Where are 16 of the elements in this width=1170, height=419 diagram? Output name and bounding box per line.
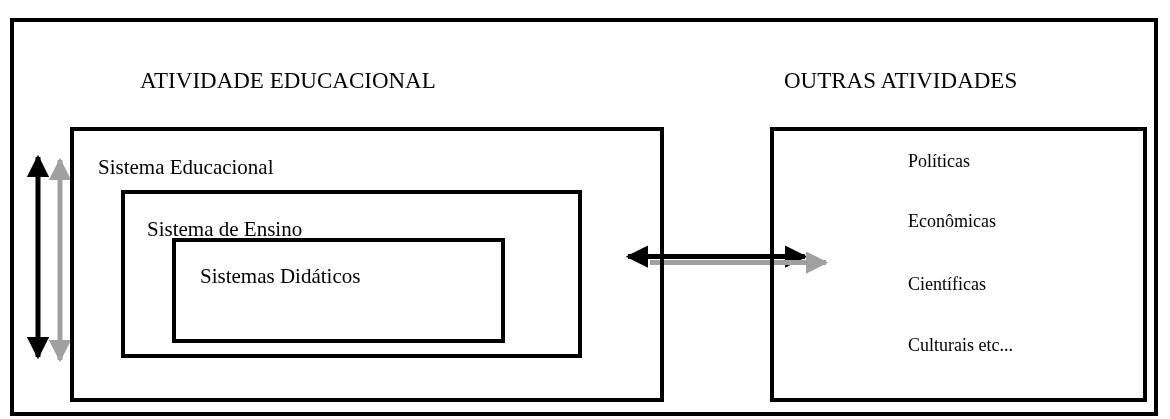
arrow (650, 251, 829, 274)
activity-label: Políticas (908, 151, 970, 172)
box-title: Sistemas Didáticos (200, 264, 361, 289)
activity-label: Científicas (908, 274, 986, 295)
system-box (121, 190, 582, 358)
section-heading: OUTRAS ATIVIDADES (784, 68, 1018, 94)
box-title: Sistema Educacional (98, 155, 274, 180)
frame-box (10, 18, 1158, 416)
box-title: Sistema de Ensino (147, 217, 303, 242)
activity-label: Econômicas (908, 211, 996, 232)
system-box (172, 238, 505, 343)
activity-label: Culturais etc... (908, 335, 1013, 356)
system-box (70, 127, 664, 402)
section-heading: ATIVIDADE EDUCACIONAL (140, 68, 436, 94)
double-arrow (625, 245, 808, 268)
activities-box (770, 127, 1147, 402)
